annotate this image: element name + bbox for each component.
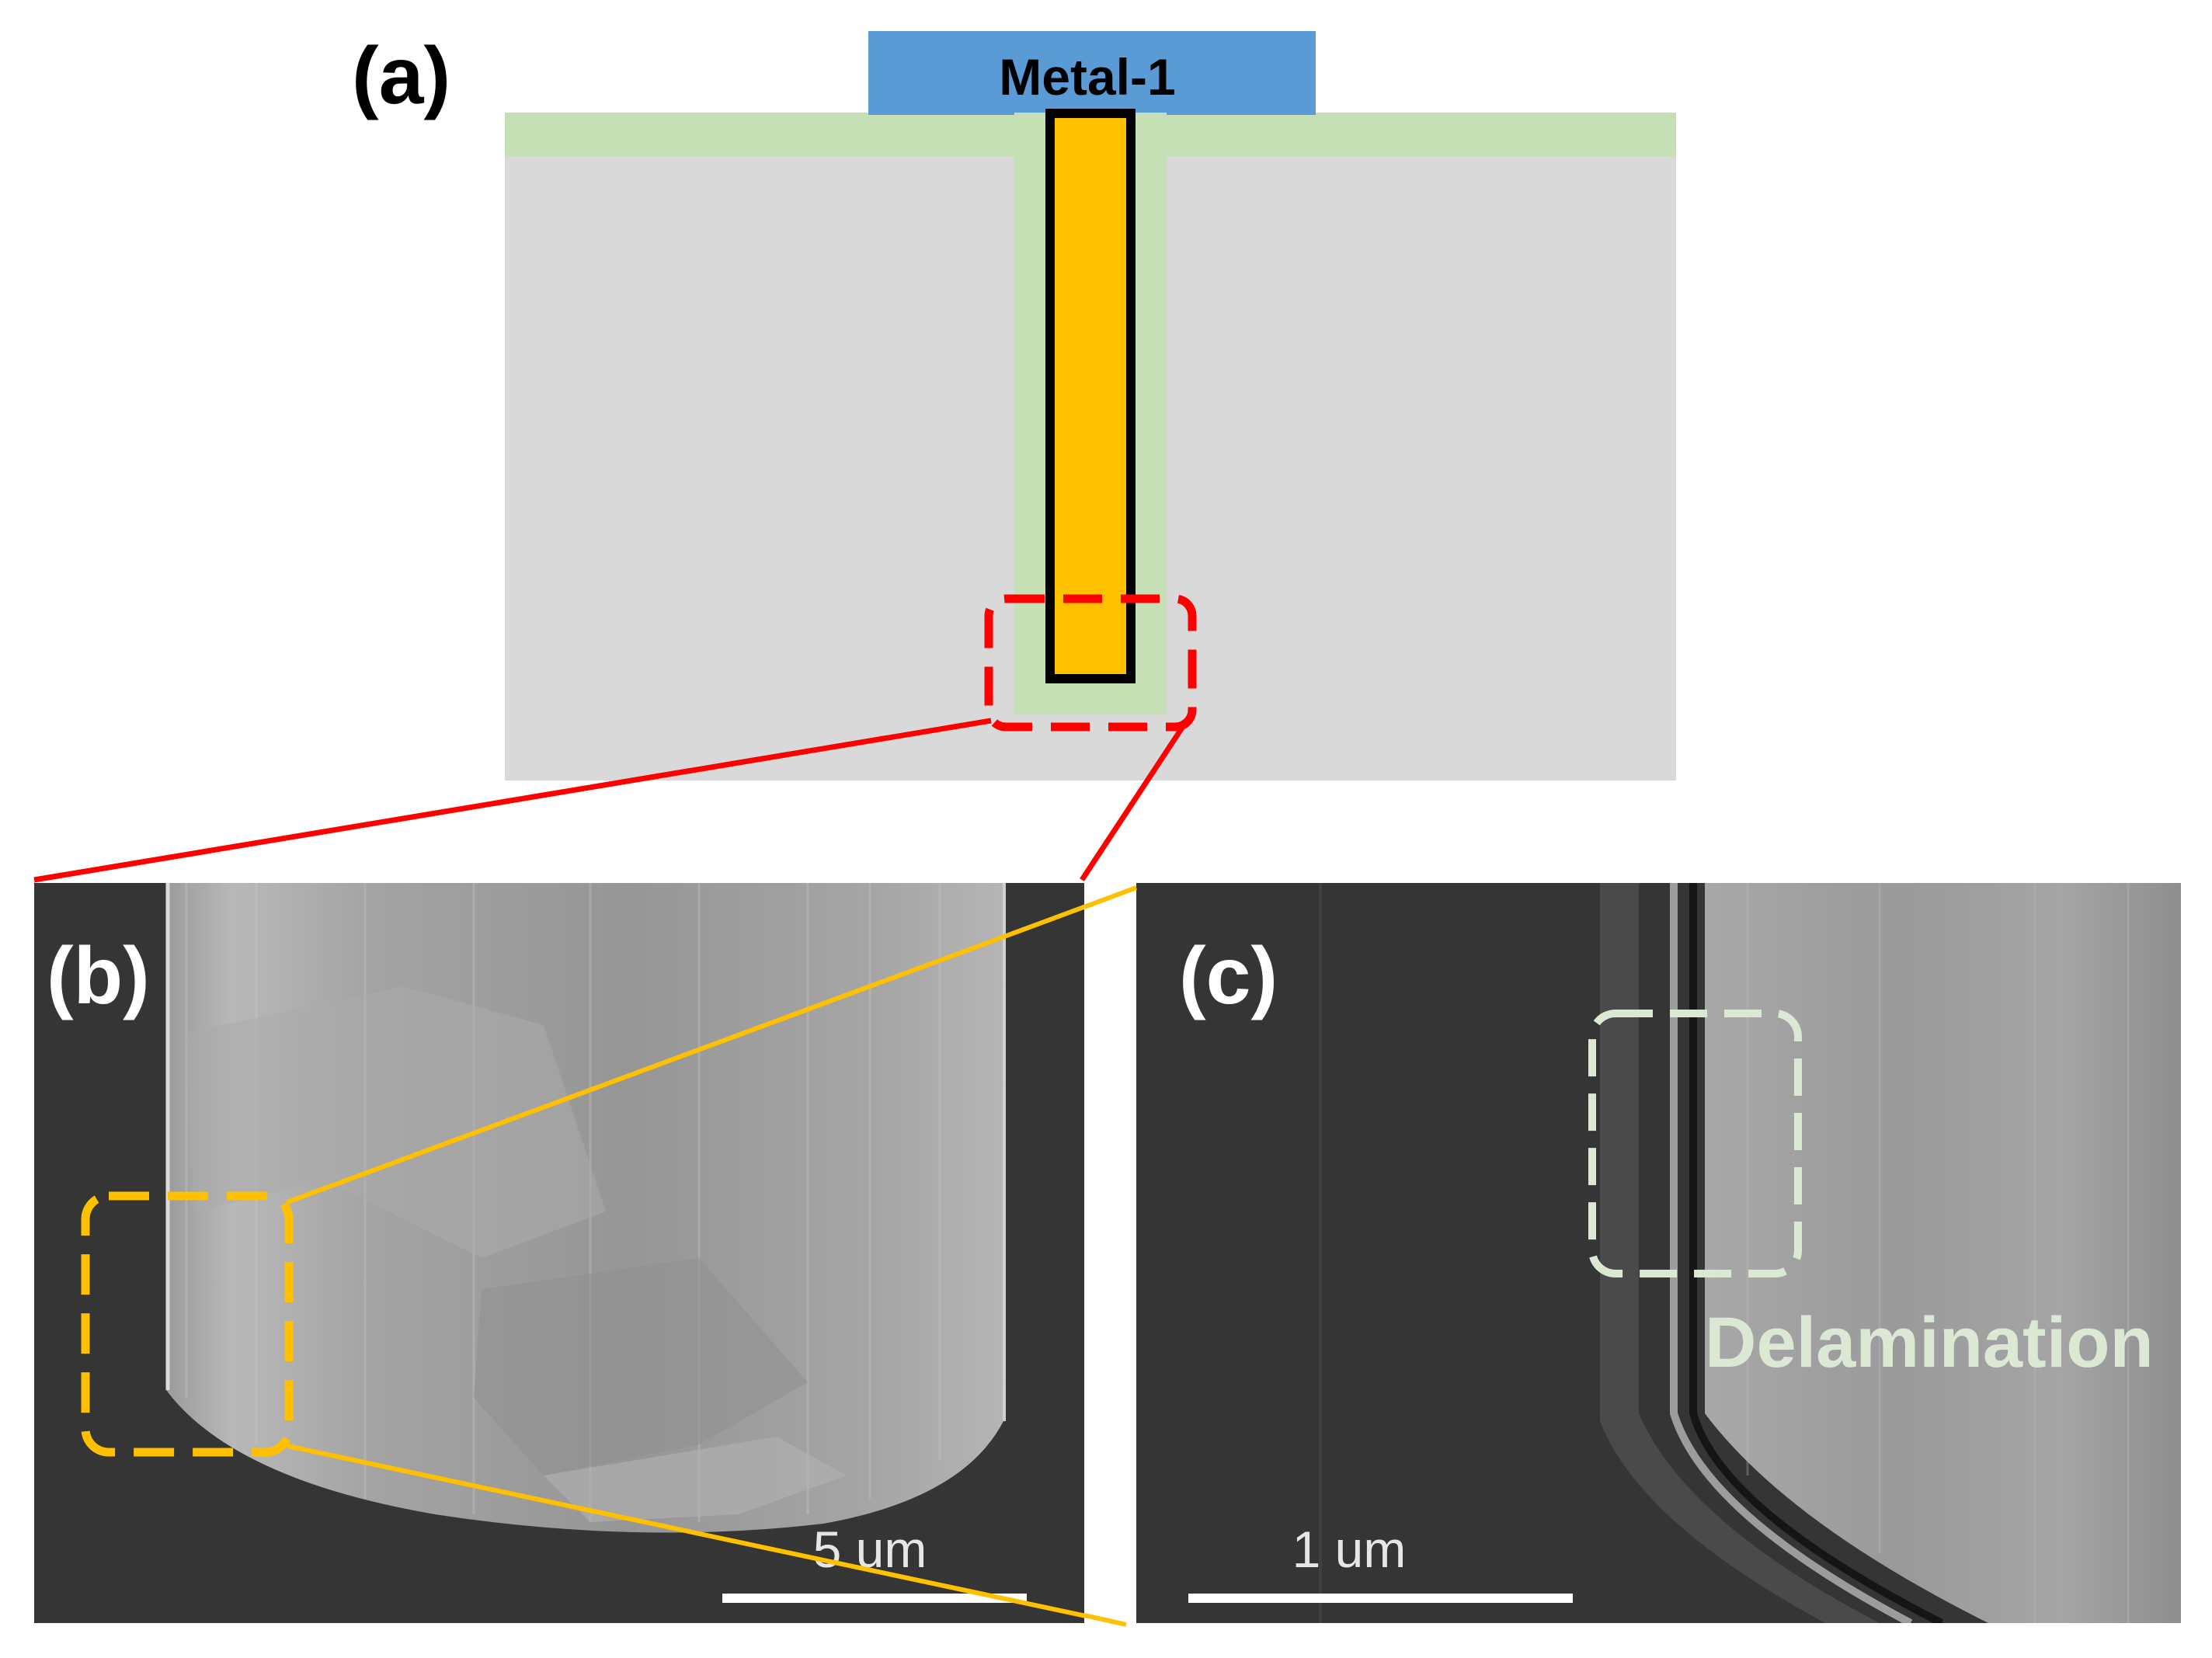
- panel-gutter: [1084, 883, 1136, 1628]
- panel-c-via-body: [1705, 883, 2181, 1623]
- panel-c-scale-bar: [1188, 1594, 1573, 1603]
- panel-c-streaks: [1746, 883, 2130, 1623]
- zoom-box-orange: [81, 1191, 294, 1457]
- zoom-line-orange-top: [286, 885, 1138, 1204]
- panel-a: (a) Metal-1: [33, 31, 1676, 883]
- zoom-line-orange-top-gutter: [1083, 885, 1138, 909]
- panel-b-grain-2: [474, 1258, 808, 1476]
- delamination-label: Delamination: [1705, 1303, 2154, 1382]
- panel-b-label: (b): [47, 931, 150, 1021]
- zoom-line-red-left: [33, 718, 992, 883]
- panel-c-scale-label: 1 um: [1292, 1521, 1407, 1578]
- panel-b-sem-image: [34, 883, 1084, 1623]
- panel-b-grain-1: [186, 986, 606, 1258]
- panel-a-label: (a): [352, 31, 450, 121]
- panel-c-liner-line: [1670, 883, 1913, 1623]
- panel-b-scale-bar: [722, 1594, 1027, 1603]
- metal-1-pad: [868, 31, 1316, 115]
- zoom-box-red: [984, 594, 1197, 732]
- zoom-line-red-right: [1080, 719, 1189, 881]
- panel-c-sem-image: [1136, 883, 2181, 1623]
- zoom-line-orange-bottom-gutter: [1083, 1613, 1127, 1627]
- panel-c-liner-band: [1600, 883, 1880, 1623]
- panel-c-label: (c): [1179, 931, 1278, 1021]
- panel-b-grain-3: [544, 1437, 847, 1522]
- zoom-line-orange-bottom: [287, 1444, 1127, 1627]
- metal-1-label: Metal-1: [999, 48, 1175, 106]
- via-copper-fill: [1045, 109, 1136, 683]
- delamination-box: [1588, 1010, 1802, 1277]
- panel-c-delamination-gap: [1689, 883, 1944, 1623]
